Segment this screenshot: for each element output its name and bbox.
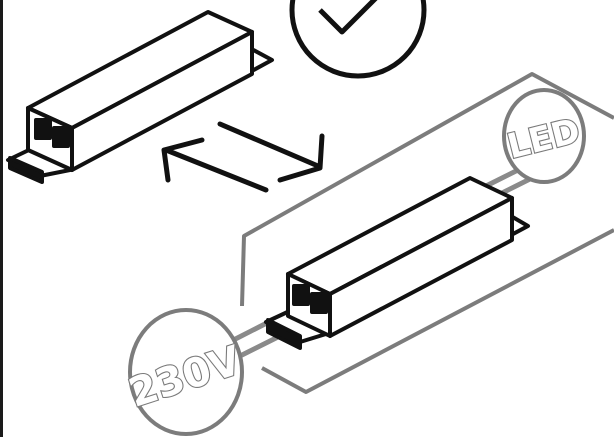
left-border xyxy=(0,0,3,437)
new-driver-unit xyxy=(264,176,530,350)
check-icon xyxy=(289,0,427,79)
swap-arrows-icon xyxy=(161,121,325,193)
led-label-badge: LED xyxy=(502,88,586,184)
input-voltage-badge: 230V xyxy=(122,308,248,436)
installation-frame xyxy=(240,72,614,394)
old-driver-unit xyxy=(6,10,274,184)
